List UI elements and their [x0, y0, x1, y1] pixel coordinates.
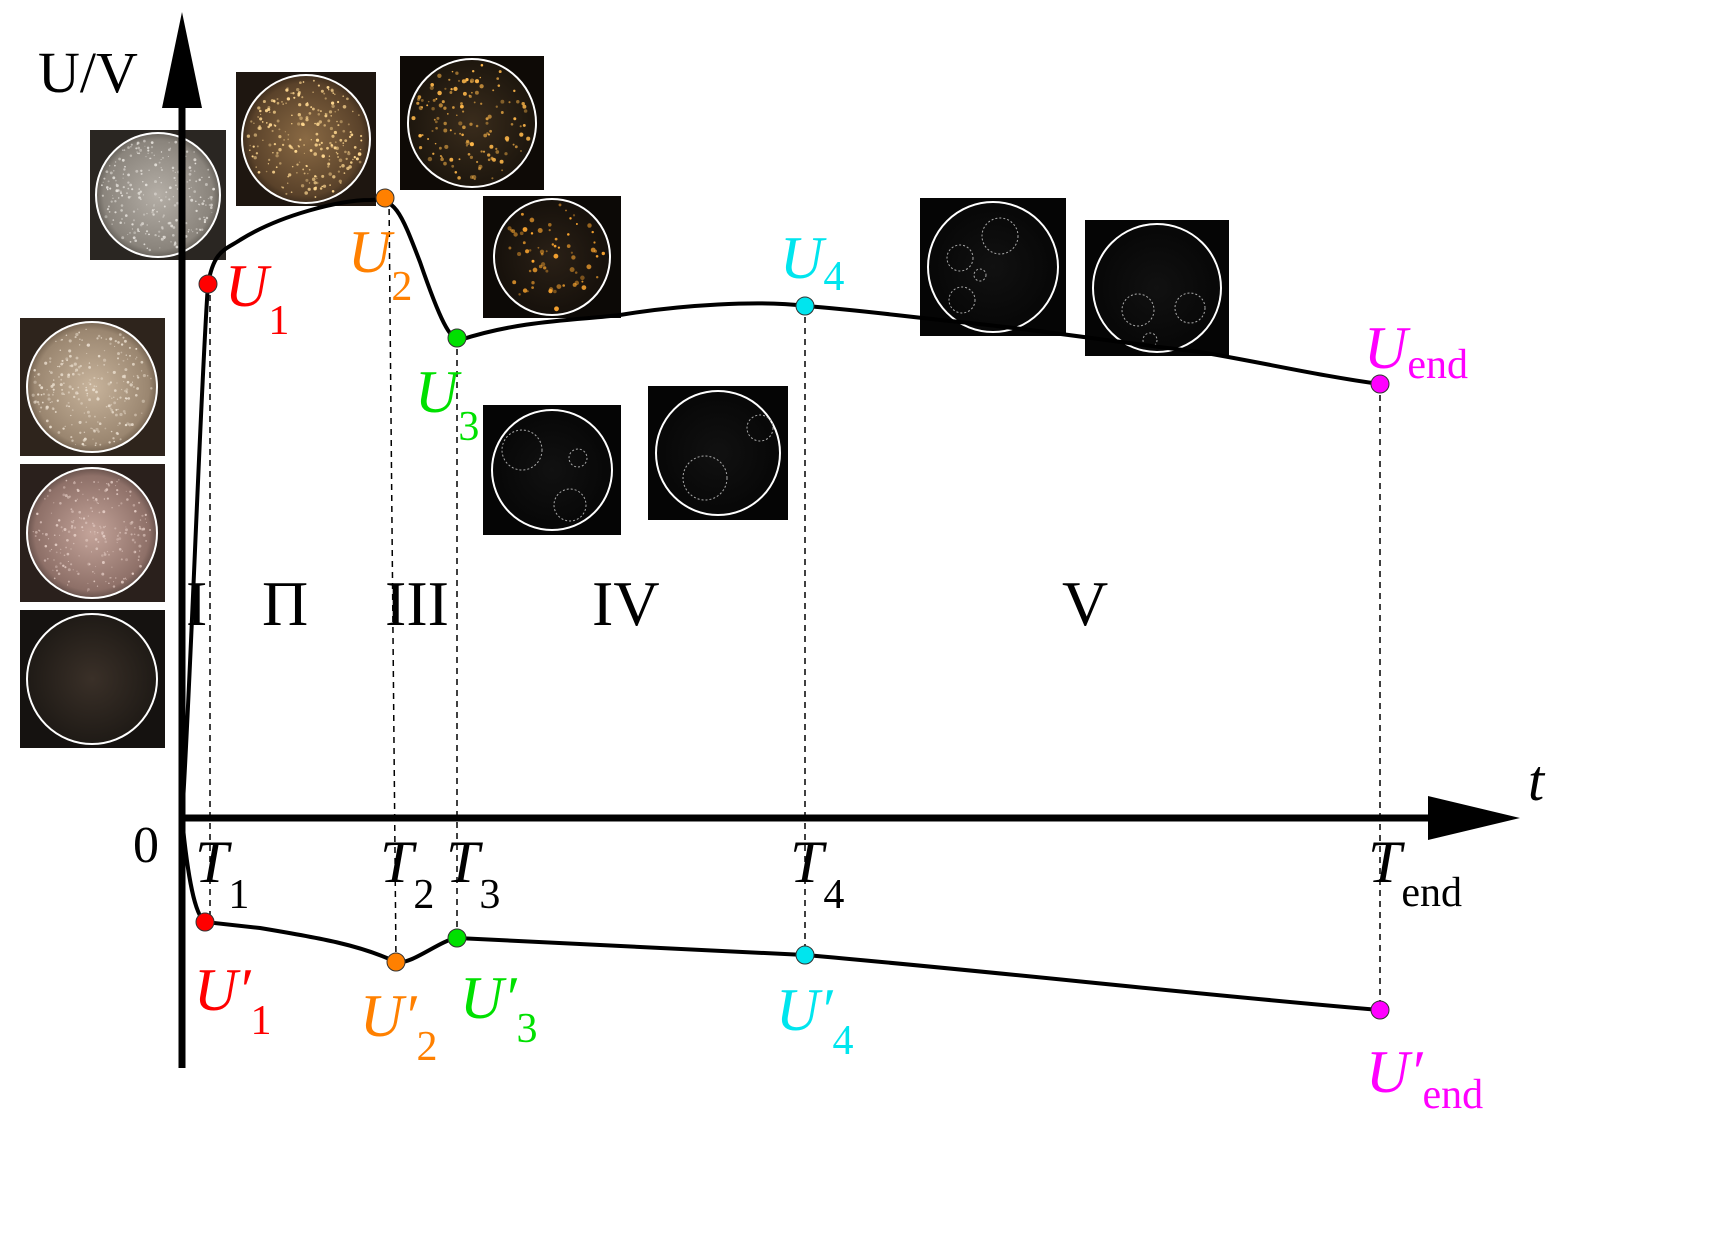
region-label-2: Π [262, 568, 308, 639]
label-t3: T3 [446, 829, 500, 918]
point-u1-prime [195, 912, 215, 932]
label-t1: T1 [195, 829, 249, 918]
micrograph-iv-b [648, 386, 788, 520]
lower-points [195, 912, 1390, 1020]
micrograph-u2-a [236, 72, 376, 206]
x-axis-label: t [1528, 748, 1546, 813]
point-u2-prime [386, 952, 406, 972]
label-u4-prime: U′4 [776, 977, 853, 1064]
label-t4: T4 [790, 829, 844, 918]
micrograph-left-2 [20, 464, 165, 602]
time-labels: T1 T2 T3 T4 Tend [195, 829, 1462, 918]
micrograph-texture-4 [246, 79, 363, 198]
origin-label: 0 [133, 817, 159, 874]
label-u2: U2 [348, 219, 412, 310]
label-uend: Uend [1364, 315, 1468, 388]
micrograph-left-3 [20, 610, 165, 748]
micrograph-texture-2 [32, 479, 152, 592]
point-u3-prime [447, 928, 467, 948]
label-u1: U1 [225, 253, 289, 344]
guide-lines [209, 197, 1381, 1010]
upper-points [198, 188, 1390, 394]
point-u4 [795, 296, 815, 316]
label-u3: U3 [415, 359, 479, 450]
point-u4-prime [795, 945, 815, 965]
micrograph-left-1 [20, 318, 165, 456]
label-uend-prime: U′end [1366, 1039, 1483, 1118]
micrograph-texture-1 [31, 328, 153, 447]
point-u2 [375, 188, 395, 208]
x-axis [182, 796, 1520, 840]
micrograph-v-b [1085, 220, 1229, 356]
region-labels: I Π III IV V [186, 568, 1108, 639]
micrograph-u3 [483, 196, 621, 318]
label-u4: U4 [780, 225, 844, 300]
lower-point-labels: U′1 U′2 U′3 U′4 U′end [194, 957, 1483, 1118]
micrograph-iv-a [483, 405, 621, 535]
point-u3 [447, 328, 467, 348]
region-label-1: I [186, 568, 207, 639]
region-label-3: III [385, 568, 449, 639]
micrograph-v-a [920, 198, 1066, 336]
micrograph-u1 [90, 130, 226, 260]
label-tend: Tend [1368, 829, 1462, 916]
point-u1 [198, 274, 218, 294]
micrograph-texture-5 [411, 63, 531, 180]
upper-point-labels: U1 U2 U3 U4 Uend [225, 219, 1468, 450]
label-t2: T2 [380, 829, 434, 918]
y-axis [162, 12, 202, 1068]
label-u1-prime: U′1 [194, 957, 271, 1044]
region-label-5: V [1062, 568, 1108, 639]
point-uend [1370, 374, 1390, 394]
label-u3-prime: U′3 [460, 965, 537, 1052]
micrograph-u2-b [400, 56, 544, 190]
label-u2-prime: U′2 [360, 983, 437, 1070]
micrograph-texture-3 [100, 139, 215, 252]
micrograph-texture-6 [507, 203, 605, 312]
region-label-4: IV [592, 568, 660, 639]
point-uend-prime [1370, 1000, 1390, 1020]
y-axis-label: U/V [38, 40, 138, 105]
